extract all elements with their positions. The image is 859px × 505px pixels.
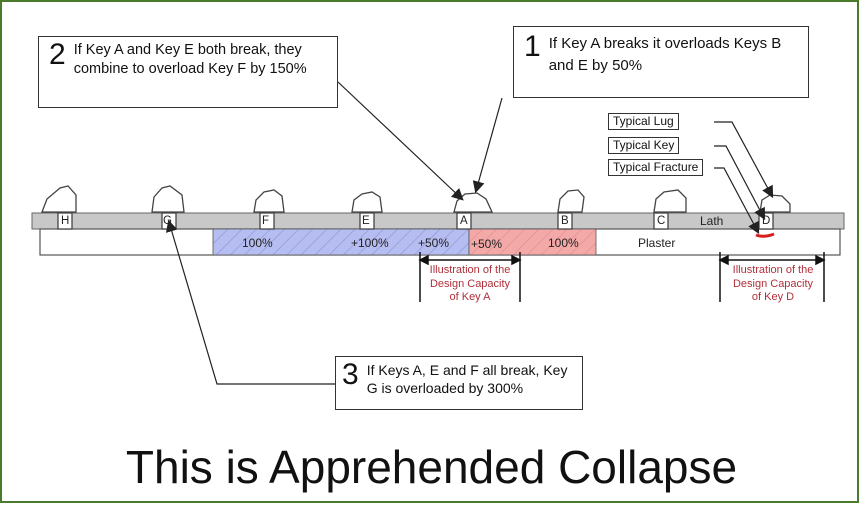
typical-key-label: Typical Key xyxy=(608,137,680,154)
callout-1: 1 If Key A breaks it overloads Keys B an… xyxy=(513,26,809,98)
callout-1-text: If Key A breaks it overloads Keys B and … xyxy=(548,35,782,74)
callout-2-number: 2 xyxy=(49,38,66,71)
key-h-gap xyxy=(57,212,73,230)
key-label-f: F xyxy=(262,215,270,227)
load-label-e-100: +100% xyxy=(351,236,389,250)
key-label-c: C xyxy=(657,215,666,227)
callout-3-text: If Keys A, E and F all break, Key G is o… xyxy=(366,362,568,396)
lug-a xyxy=(453,192,494,213)
overload-zone-blue xyxy=(212,228,470,256)
typical-fracture-mark xyxy=(755,232,775,238)
lug-g xyxy=(151,185,185,213)
typical-fracture-label: Typical Fracture xyxy=(608,159,704,176)
callout-3: 3 If Keys A, E and F all break, Key G is… xyxy=(335,356,583,410)
pointer-typical-key xyxy=(714,145,766,221)
load-label-e-50: +50% xyxy=(418,236,450,250)
illustration-key-d: Illustration of the Design Capacity of K… xyxy=(732,264,814,303)
capacity-bracket-a xyxy=(418,252,522,302)
load-label-b-100: 100% xyxy=(548,236,579,250)
plaster-label: Plaster xyxy=(638,236,676,250)
key-a-gap xyxy=(456,212,472,230)
key-label-a: A xyxy=(460,215,468,227)
lath-label: Lath xyxy=(700,214,724,228)
callout-pointers xyxy=(165,81,774,385)
callout-2: 2 If Key A and Key E both break, they co… xyxy=(38,36,338,108)
key-e-gap xyxy=(359,212,375,230)
key-label-e: E xyxy=(362,215,370,227)
key-label-d: D xyxy=(762,215,771,227)
lug-h xyxy=(41,185,77,213)
pointer-typical-fracture xyxy=(714,167,760,235)
pointer-callout-2 xyxy=(337,81,464,201)
key-label-g: G xyxy=(163,215,172,227)
lug-d xyxy=(759,194,791,213)
pointer-callout-3 xyxy=(165,219,335,385)
pointer-callout-1 xyxy=(472,97,503,194)
key-c-gap xyxy=(653,212,669,230)
pointer-typical-lug xyxy=(714,121,774,199)
capacity-bracket-d xyxy=(718,252,826,302)
lug-f xyxy=(253,189,285,213)
lug-c xyxy=(653,189,687,213)
overload-zone-red xyxy=(468,228,597,256)
key-f-gap xyxy=(259,212,275,230)
callout-1-number: 1 xyxy=(524,30,541,63)
key-b-gap xyxy=(557,212,573,230)
callout-3-number: 3 xyxy=(342,358,359,391)
illustration-key-a: Illustration of the Design Capacity of K… xyxy=(429,264,511,303)
typical-lug-label: Typical Lug xyxy=(608,113,679,130)
load-label-b-50: +50% xyxy=(471,237,503,251)
page-title: This is Apprehended Collapse xyxy=(125,441,738,493)
key-label-h: H xyxy=(61,215,70,227)
lug-b xyxy=(557,189,585,213)
key-label-b: B xyxy=(561,215,569,227)
lug-e xyxy=(351,191,383,213)
callout-2-text: If Key A and Key E both break, they comb… xyxy=(73,42,307,77)
load-label-f-100: 100% xyxy=(242,236,273,250)
